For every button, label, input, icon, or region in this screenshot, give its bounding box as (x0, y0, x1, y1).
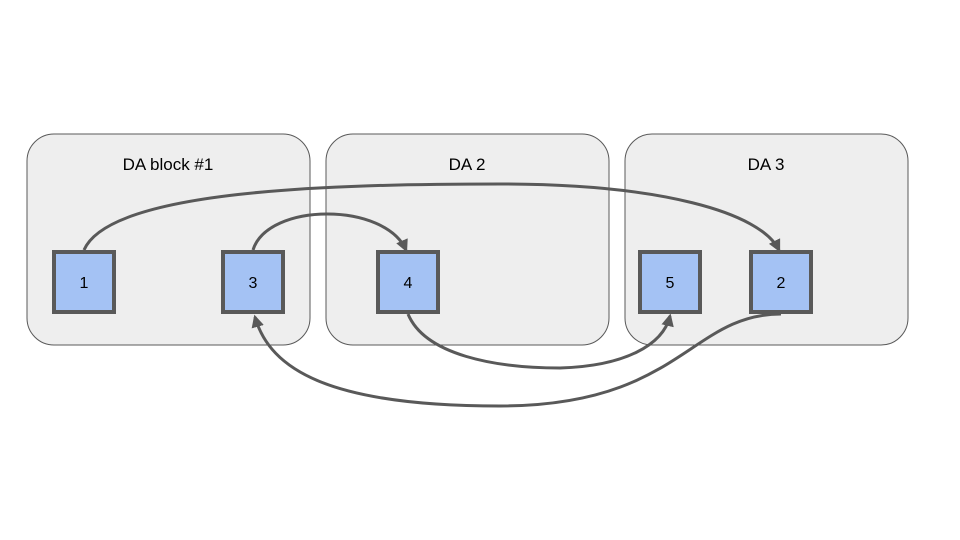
block-da-1-label: DA block #1 (123, 155, 214, 174)
node-1-label: 1 (80, 275, 89, 292)
node-1: 1 (52, 250, 116, 314)
edge-3-to-4 (251, 212, 408, 253)
node-4-box (376, 250, 440, 314)
edge-4-to-5 (406, 313, 674, 370)
edge-1-to-2 (82, 182, 781, 253)
edge-2-to-3 (251, 312, 782, 408)
node-1-box (52, 250, 116, 314)
node-5: 5 (638, 250, 702, 314)
node-2-box (749, 250, 813, 314)
node-5-box (638, 250, 702, 314)
node-3-box (221, 250, 285, 314)
block-da-3-label: DA 3 (748, 155, 785, 174)
node-3: 3 (221, 250, 285, 314)
block-da-2-label: DA 2 (449, 155, 486, 174)
node-2: 2 (749, 250, 813, 314)
node-5-label: 5 (666, 275, 675, 292)
node-4: 4 (376, 250, 440, 314)
block-da-2: DA 2 (325, 133, 610, 346)
node-2-label: 2 (777, 275, 786, 292)
node-3-label: 3 (249, 275, 258, 292)
node-4-label: 4 (404, 275, 413, 292)
